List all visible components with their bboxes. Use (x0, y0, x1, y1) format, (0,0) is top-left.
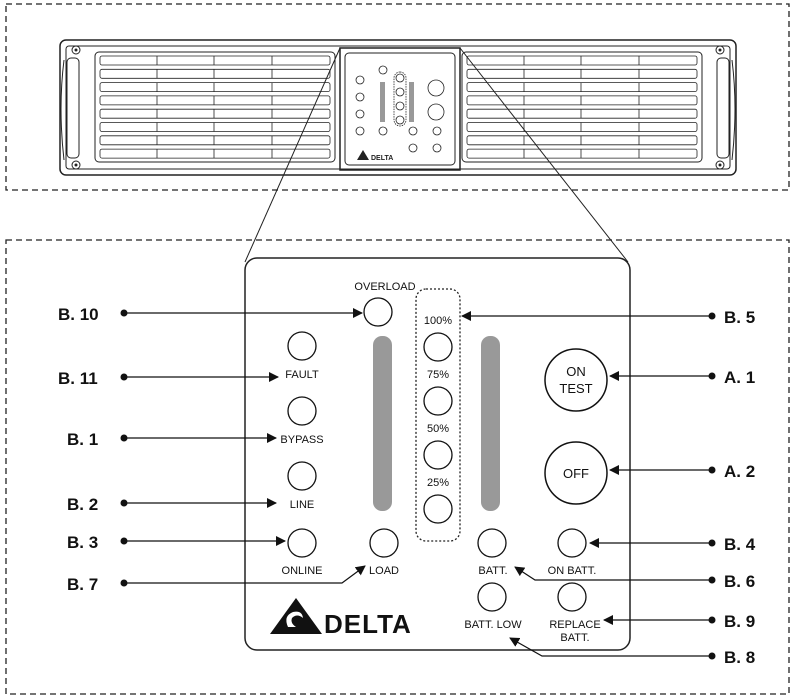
on-test-button[interactable] (544, 348, 608, 412)
load-50-led (423, 440, 453, 470)
ref-b2: B. 2 (67, 495, 98, 514)
load-100-label: 100% (424, 315, 452, 327)
callout-b4-dot (708, 539, 716, 547)
callout-b3-dot (120, 537, 128, 545)
vent-slot (466, 55, 698, 66)
vent-slot (466, 95, 698, 106)
vent-slot (466, 148, 698, 159)
online-led (287, 528, 317, 558)
ref-b7: B. 7 (67, 575, 98, 594)
ref-b8: B. 8 (724, 648, 755, 667)
ref-b11: B. 11 (58, 369, 98, 388)
callout-b8-line (509, 637, 712, 657)
batt-low-led (477, 582, 507, 612)
off-button[interactable] (544, 441, 608, 505)
ref-b5: B. 5 (724, 308, 755, 327)
load-led (369, 528, 399, 558)
on-batt-label: ON BATT. (548, 565, 597, 577)
vent-slot (466, 68, 698, 79)
callout-b1-dot (120, 434, 128, 442)
overload-led (363, 297, 393, 327)
top-view-frame (5, 3, 790, 191)
fault-label: FAULT (285, 369, 319, 381)
online-label: ONLINE (282, 565, 323, 577)
mini-control-panel (344, 52, 456, 166)
callout-a1-dot (708, 372, 716, 380)
vent-slot (466, 122, 698, 132)
batt-label: BATT. (478, 565, 507, 577)
ref-b6: B. 6 (724, 572, 755, 591)
battery-level-bar (481, 336, 500, 511)
callout-b6-line (514, 566, 712, 581)
right-vent-grille (461, 51, 703, 163)
callout-b10-dot (120, 309, 128, 317)
load-percent-group (415, 288, 461, 542)
vent-slot (99, 55, 331, 66)
batt-low-label: BATT. LOW (464, 619, 522, 631)
vent-slot (99, 108, 331, 119)
callout-b7-line (124, 565, 366, 584)
ref-b9: B. 9 (724, 612, 755, 631)
vent-slot (99, 135, 331, 146)
load-75-label: 75% (427, 369, 449, 381)
ref-b4: B. 4 (724, 535, 756, 554)
load-25-led (423, 494, 453, 524)
vent-slot (99, 68, 331, 79)
replace-batt-label-1: REPLACE (549, 619, 600, 631)
vent-slot (99, 82, 331, 92)
ref-a2: A. 2 (724, 462, 755, 481)
load-100-led (423, 332, 453, 362)
off-label: OFF (563, 466, 589, 481)
fault-led (287, 331, 317, 361)
ref-b1: B. 1 (67, 430, 98, 449)
ref-b3: B. 3 (67, 533, 98, 552)
batt-led (477, 528, 507, 558)
ref-a1: A. 1 (724, 368, 755, 387)
load-50-label: 50% (427, 423, 449, 435)
svg-text:DELTA: DELTA (371, 155, 393, 162)
on-test-label-2: TEST (559, 381, 592, 396)
vent-slot (466, 82, 698, 92)
callout-b11-dot (120, 373, 128, 381)
vent-slot (99, 148, 331, 159)
ref-b10: B. 10 (58, 305, 99, 324)
mini-control-panel-frame (339, 47, 461, 171)
load-75-led (423, 386, 453, 416)
vent-slot (99, 95, 331, 106)
replace-batt-label-2: BATT. (560, 632, 589, 644)
ups-front-view: DELTA (59, 39, 737, 176)
on-test-label-1: ON (566, 364, 586, 379)
callout-b8-dot (708, 652, 716, 660)
callout-b2-dot (120, 499, 128, 507)
zoom-line-right (459, 47, 629, 263)
vent-slot (99, 122, 331, 132)
delta-wordmark: DELTA (324, 609, 412, 639)
delta-logo: DELTA (270, 598, 412, 639)
vent-slot (466, 108, 698, 119)
zoom-line-left (244, 47, 341, 263)
line-led (287, 461, 317, 491)
on-batt-led (557, 528, 587, 558)
vent-slot (466, 135, 698, 146)
callout-a2-dot (708, 466, 716, 474)
load-25-label: 25% (427, 477, 449, 489)
detail-view-frame (5, 239, 790, 695)
load-label: LOAD (369, 565, 399, 577)
callout-b6-dot (708, 576, 716, 584)
callout-b9-dot (708, 616, 716, 624)
callout-b5-dot (708, 312, 716, 320)
replace-batt-led (557, 582, 587, 612)
line-label: LINE (290, 499, 314, 511)
overload-label: OVERLOAD (354, 281, 415, 293)
callout-b7-dot (120, 579, 128, 587)
bypass-led (287, 396, 317, 426)
left-vent-grille (94, 51, 336, 163)
bypass-label: BYPASS (280, 434, 323, 446)
load-level-bar (373, 336, 392, 511)
